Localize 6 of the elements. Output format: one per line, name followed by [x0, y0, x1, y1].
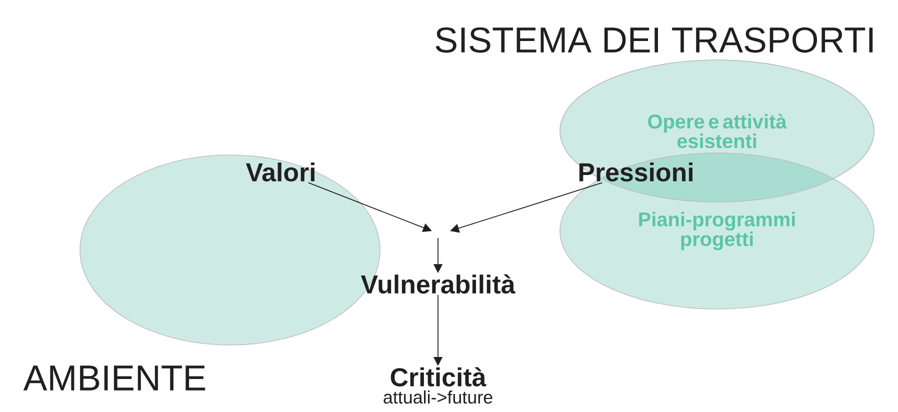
concept-label: Criticità attuali->future	[384, 367, 492, 404]
heading: SISTEMA DEI TRASPORTI	[436, 27, 873, 53]
concept-label: Vulnerabilità	[360, 274, 516, 294]
heading: AMBIENTE	[23, 366, 206, 390]
text-label: Valori	[246, 162, 314, 182]
text-label: Pressioni	[579, 162, 692, 182]
